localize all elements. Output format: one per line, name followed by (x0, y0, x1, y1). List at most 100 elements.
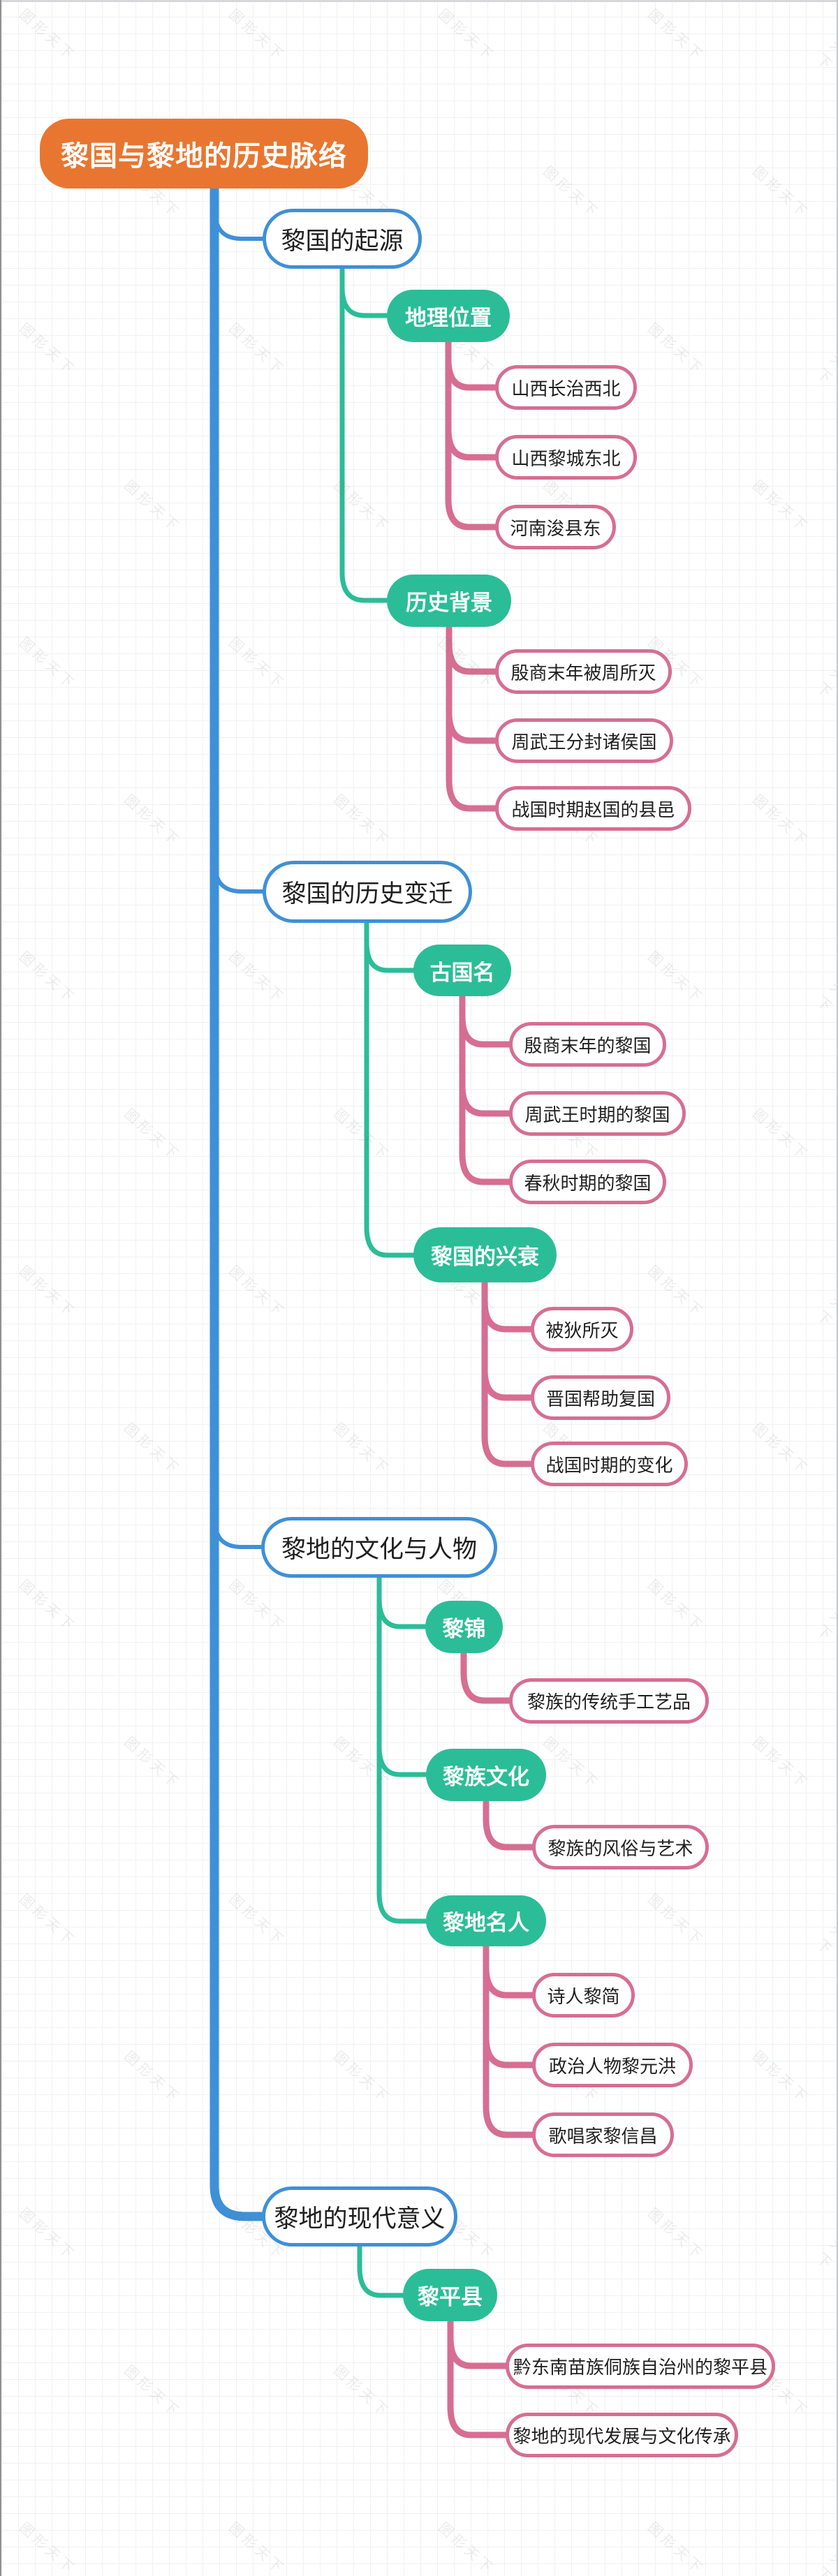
connector-leaf-2-1-1 (459, 991, 515, 1048)
watermark-text: 图形天下 (645, 2519, 707, 2576)
watermark-text: 图形天下 (814, 1293, 838, 1332)
leaf-node-4-1-1[interactable]: 黔东南苗族侗族自治州的黎平县 (506, 2344, 775, 2389)
branch-node-4[interactable]: 黎地的现代意义 (262, 2186, 457, 2246)
watermark-text: 图形天下 (814, 2549, 838, 2576)
watermark-text: 图形天下 (226, 635, 288, 693)
connector-branch-3 (213, 1518, 266, 1549)
connector-leaf-1-1-1 (445, 336, 501, 391)
watermark-text: 图形天下 (16, 1891, 79, 1950)
watermark-text: 图形天下 (121, 1734, 184, 1793)
watermark-text: 图形天下 (330, 1420, 393, 1479)
watermark-text: 图形天下 (749, 1106, 812, 1164)
leaf-node-1-2-3[interactable]: 战国时期赵国的县邑 (495, 786, 691, 831)
sub-node-3-3[interactable]: 黎地名人 (426, 1895, 546, 1946)
watermark-text: 图形天下 (435, 6, 498, 65)
connector-leaf-4-1-1 (447, 2316, 512, 2369)
connector-sub-2-2 (364, 919, 419, 1258)
watermark-text: 图形天下 (749, 1734, 812, 1793)
watermark-text: 图形天下 (330, 2362, 393, 2421)
connector-leaf-1-1-2 (445, 336, 501, 461)
connector-leaf-1-2-2 (446, 621, 501, 744)
sub-node-2-1[interactable]: 古国名 (413, 945, 511, 996)
watermark-text: 图形天下 (330, 792, 393, 850)
connector-leaf-3-3-3 (483, 1941, 538, 2138)
watermark-text: 图形天下 (121, 1420, 184, 1479)
connector-leaf-2-1-3 (459, 991, 515, 1185)
connector-sub-3-2 (376, 1574, 432, 1777)
watermark-text: 图形天下 (645, 2205, 707, 2264)
connector-sub-3-3 (376, 1574, 432, 1924)
leaf-node-2-2-3[interactable]: 战国时期的变化 (531, 1442, 688, 1486)
watermark-text: 图形天下 (16, 6, 79, 65)
watermark-text: 图形天下 (16, 320, 79, 379)
connector-leaf-3-2-1 (483, 1796, 538, 1851)
watermark-text: 图形天下 (121, 478, 184, 536)
leaf-node-1-1-2[interactable]: 山西黎城东北 (495, 435, 637, 480)
watermark-text: 图形天下 (814, 979, 838, 1018)
watermark-text: 图形天下 (226, 2519, 288, 2576)
watermark-text: 图形天下 (226, 949, 288, 1007)
branch-node-3[interactable]: 黎地的文化与人物 (261, 1517, 497, 1578)
leaf-node-3-3-2[interactable]: 政治人物黎元洪 (532, 2043, 693, 2087)
watermark-text: 图形天下 (435, 635, 498, 693)
connector-leaf-1-2-1 (446, 621, 501, 675)
leaf-node-1-1-3[interactable]: 河南浚县东 (495, 505, 616, 549)
connector-sub-1-2 (339, 265, 392, 603)
watermark-text: 图形天下 (121, 2048, 184, 2107)
watermark-text: 图形天下 (121, 1106, 184, 1164)
watermark-text: 图形天下 (330, 2048, 393, 2107)
root-node[interactable]: 黎国与黎地的历史脉络 (40, 119, 368, 188)
leaf-node-2-1-2[interactable]: 周武王时期的黎国 (509, 1091, 686, 1136)
connector-leaf-2-2-2 (481, 1277, 537, 1401)
watermark-text: 图形天下 (16, 635, 79, 693)
leaf-node-1-1-1[interactable]: 山西长治西北 (495, 365, 637, 410)
sub-node-1-2[interactable]: 历史背景 (387, 575, 511, 627)
watermark-text: 图形天下 (540, 163, 603, 222)
leaf-node-3-3-3[interactable]: 歌唱家黎信昌 (532, 2112, 674, 2157)
watermark-text: 图形天下 (16, 2205, 79, 2264)
watermark-text: 图形天下 (16, 2519, 79, 2576)
trunk-line (210, 181, 270, 2221)
leaf-node-4-1-2[interactable]: 黎地的现代发展与文化传承 (506, 2413, 738, 2457)
branch-node-2[interactable]: 黎国的历史变迁 (263, 861, 472, 923)
sub-node-4-1[interactable]: 黎平县 (403, 2269, 497, 2321)
sub-node-1-1[interactable]: 地理位置 (387, 290, 510, 342)
leaf-node-2-1-1[interactable]: 殷商末年的黎国 (509, 1022, 666, 1067)
connector-leaf-3-3-2 (483, 1941, 538, 2068)
watermark-text: 图形天下 (16, 949, 79, 1007)
connector-leaf-4-1-2 (447, 2316, 512, 2438)
sub-node-3-1[interactable]: 黎锦 (425, 1601, 503, 1653)
connector-sub-2-1 (364, 919, 419, 973)
leaf-node-2-2-1[interactable]: 被狄所灭 (531, 1307, 633, 1352)
leaf-node-2-1-3[interactable]: 春秋时期的黎国 (509, 1160, 666, 1204)
sub-node-3-2[interactable]: 黎族文化 (426, 1749, 546, 1801)
watermark-text: 图形天下 (814, 350, 838, 390)
connector-leaf-1-2-3 (446, 621, 501, 812)
connector-leaf-2-2-1 (481, 1277, 537, 1333)
sub-connector-group (339, 265, 432, 2298)
leaf-node-3-1-1[interactable]: 黎族的传统手工艺品 (509, 1678, 709, 1724)
watermark-text: 图形天下 (814, 1607, 838, 1646)
watermark-text: 图形天下 (330, 1106, 393, 1164)
watermark-text: 图形天下 (226, 1577, 288, 1636)
watermark-text: 图形天下 (121, 2362, 184, 2421)
watermark-text: 图形天下 (645, 1891, 707, 1950)
leaf-node-1-2-2[interactable]: 周武王分封诸侯国 (495, 718, 673, 763)
sub-node-2-2[interactable]: 黎国的兴衰 (413, 1227, 557, 1282)
connector-leaf-2-1-2 (459, 991, 515, 1117)
watermark-text: 图形天下 (226, 1263, 288, 1322)
watermark-text: 图形天下 (749, 1420, 812, 1479)
leaf-node-1-2-1[interactable]: 殷商末年被周所灭 (495, 649, 672, 694)
watermark-text: 图形天下 (814, 1921, 838, 1960)
leaf-node-2-2-2[interactable]: 晋国帮助复国 (531, 1375, 670, 1420)
branch-node-1[interactable]: 黎国的起源 (263, 209, 422, 269)
leaf-node-3-3-1[interactable]: 诗人黎简 (532, 1973, 635, 2018)
watermark-text: 图形天下 (330, 1734, 393, 1793)
watermark-text: 图形天下 (16, 1263, 79, 1322)
connector-branch-2 (213, 862, 267, 894)
connector-branch-1 (213, 209, 267, 241)
watermark-text: 图形天下 (226, 6, 288, 65)
leaf-node-3-2-1[interactable]: 黎族的风俗与艺术 (532, 1825, 709, 1870)
trunk-connector-group (210, 181, 270, 2221)
